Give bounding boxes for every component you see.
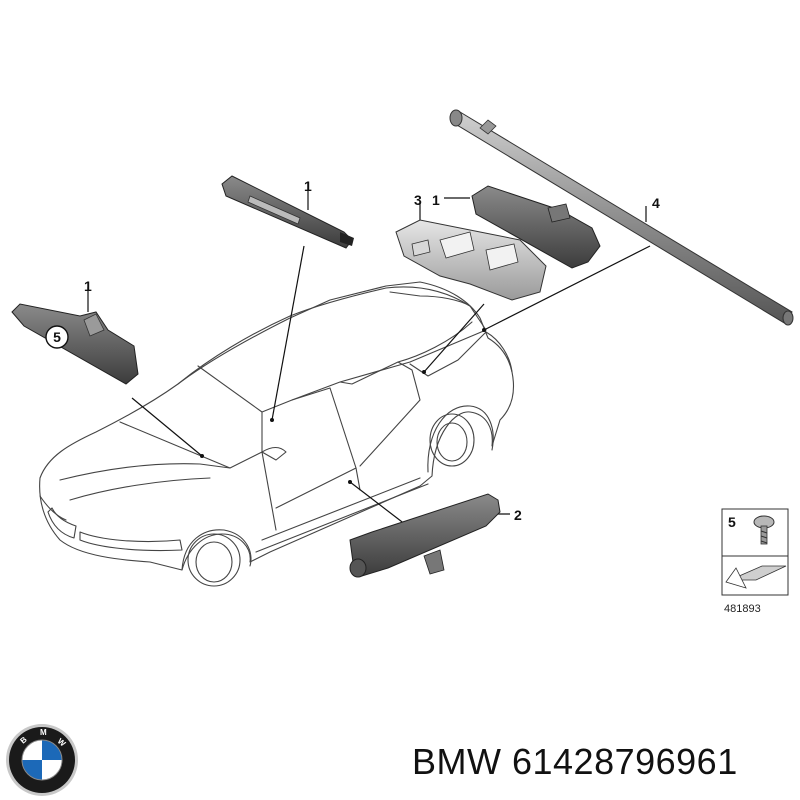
catalog-code: 481893 — [724, 603, 761, 615]
callout-3: 3 — [414, 192, 422, 208]
leader-lines — [87, 183, 651, 529]
callout-1-top: 1 — [304, 178, 312, 194]
bmw-logo: B M W — [6, 724, 78, 796]
callout-4: 4 — [652, 195, 660, 211]
part-1-antenna-module: 5 — [11, 303, 139, 385]
part-3-bracket — [395, 219, 547, 301]
legend-item-number: 5 — [728, 514, 736, 530]
part-4-rod-antenna — [449, 109, 794, 326]
fastener-legend: 5 — [721, 508, 789, 596]
callout-1-right: 1 — [432, 192, 440, 208]
part-2-lower-module — [349, 493, 501, 578]
svg-text:M: M — [40, 728, 47, 737]
part-1-rear-module — [471, 185, 601, 269]
arrow-icon — [725, 565, 787, 589]
screw-icon — [753, 515, 775, 545]
callout-2: 2 — [514, 507, 522, 523]
svg-text:B: B — [19, 735, 29, 746]
callout-5-circle — [45, 325, 69, 349]
callout-5-on-part: 5 — [53, 329, 61, 345]
car-outline — [39, 281, 515, 587]
part-number-label: BMW 61428796961 — [412, 741, 738, 782]
svg-text:W: W — [56, 737, 68, 749]
part-1-antenna-strip — [221, 175, 354, 249]
callout-1-left: 1 — [84, 278, 92, 294]
